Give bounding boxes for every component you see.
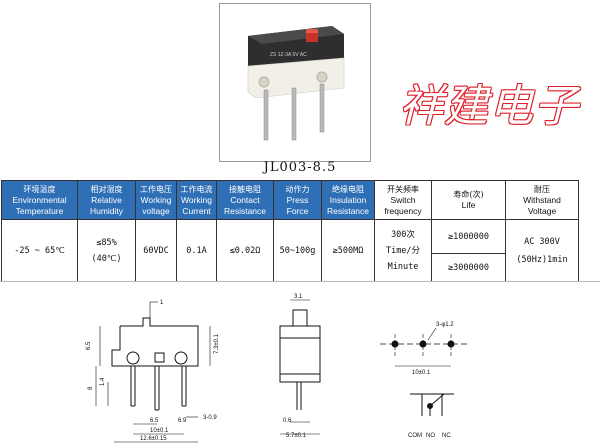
switch-photo-illustration: ZS 1Z-3A 5V AC ON: [220, 4, 370, 161]
life-value-2: ≥3000000: [431, 253, 506, 282]
dim-label: 3-0.9: [203, 415, 217, 421]
temperature-value: -25 ~ 65℃: [1, 219, 78, 282]
switch-schematic: [410, 393, 454, 416]
dim-label: 6.5: [86, 341, 92, 350]
side-view-drawing: [95, 301, 211, 443]
dim-label: 12.6±0.15: [140, 436, 167, 442]
brand-watermark: 祥建电子: [399, 81, 579, 132]
voltage-value: 60VDC: [135, 219, 177, 282]
dim-label: 0.6: [283, 418, 292, 424]
press-force-value: 50~100g: [273, 219, 322, 282]
contact-resistance-value: ≤0.02Ω: [216, 219, 274, 282]
header-cell: 寿命(次)Life: [431, 180, 506, 220]
front-view-drawing: [279, 299, 321, 435]
dim-label: 7.3±0.1: [214, 333, 220, 354]
table-row: ≥3000000: [2, 253, 579, 282]
dimension-drawings: 1 6.5 7.3±0.1 8 1.4 6.5 6.9 10±0.1 12.6±…: [86, 294, 470, 443]
life-value-1: ≥1000000: [431, 219, 506, 254]
pin-layout-drawing: [380, 327, 470, 367]
humidity-value: ≤85%(40℃): [77, 219, 136, 282]
dim-label: 3.1: [294, 294, 303, 300]
divider: [0, 281, 600, 282]
dim-label: 5.7±0.1: [286, 433, 307, 439]
actuator-red: [306, 32, 318, 42]
table-row: -25 ~ 65℃ ≤85%(40℃) 60VDC 0.1A ≤0.02Ω 50…: [1, 219, 579, 282]
insulation-value: ≥500MΩ: [321, 219, 375, 282]
dim-label: 10±0.1: [150, 428, 169, 434]
dimension-labels: 1 6.5 7.3±0.1 8 1.4 6.5 6.9 10±0.1 12.6±…: [86, 294, 454, 442]
dim-label: 6.9: [178, 418, 187, 424]
current-value: 0.1A: [176, 219, 217, 282]
dim-label: 1: [160, 300, 164, 306]
product-photo: ZS 1Z-3A 5V AC ON: [219, 3, 371, 162]
dim-label: 6.5: [150, 418, 159, 424]
dim-label: 8: [88, 386, 94, 390]
withstand-value: AC 300V(50Hz)1min: [505, 219, 579, 282]
dim-label: 1.4: [100, 377, 106, 386]
terminal-nc-label: NC: [442, 433, 451, 439]
dim-label: 3-φ1.2: [436, 322, 454, 328]
body-marking: ZS 1Z-3A 5V AC: [270, 52, 307, 58]
dim-label: 10±0.1: [412, 370, 431, 376]
model-number: JL003-8.5: [263, 160, 337, 175]
terminal-com-label: COM: [408, 433, 422, 439]
terminal-no-label: NO: [426, 433, 435, 439]
